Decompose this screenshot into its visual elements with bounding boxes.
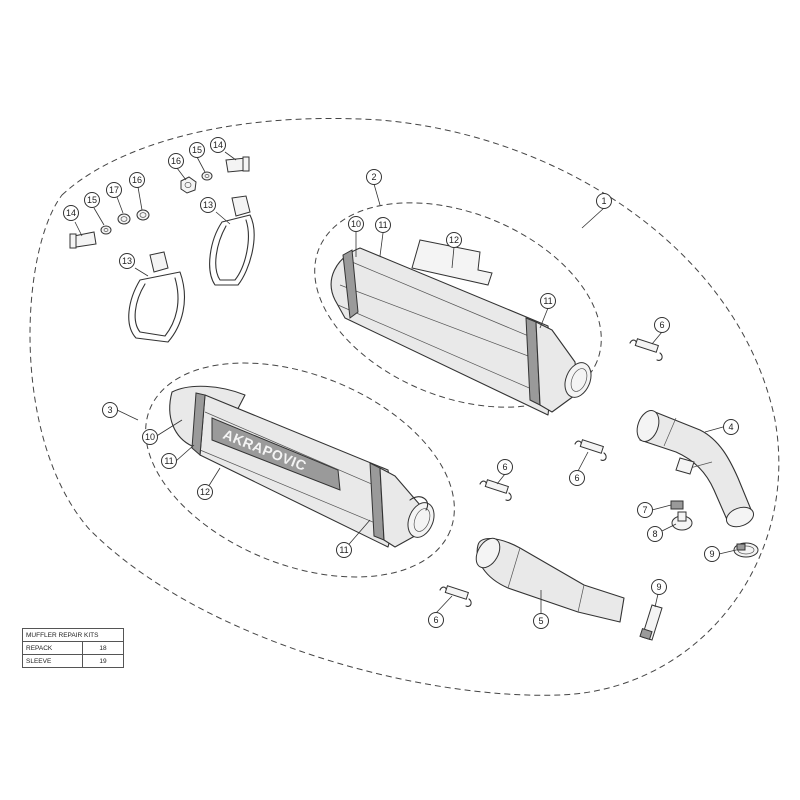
callout-15-b: 15 — [84, 192, 100, 208]
repair-kits-header-row: MUFFLER REPAIR KITS — [22, 628, 124, 642]
svg-text:7: 7 — [642, 505, 647, 515]
callout-3: 3 — [102, 402, 118, 418]
callout-6-a: 6 — [654, 317, 670, 333]
svg-text:2: 2 — [371, 172, 376, 182]
svg-text:12: 12 — [200, 487, 210, 497]
svg-text:13: 13 — [122, 256, 132, 266]
header-pipe — [636, 410, 755, 528]
svg-text:11: 11 — [339, 545, 348, 555]
svg-text:6: 6 — [659, 320, 664, 330]
callout-11-a: 11 — [375, 217, 391, 233]
callout-13-b: 13 — [119, 253, 135, 269]
table-row: REPACK 18 — [22, 641, 124, 655]
washer-upper — [201, 171, 213, 181]
link-pipe — [475, 537, 625, 623]
leader-lines — [74, 151, 737, 614]
bolt-upper — [225, 156, 250, 173]
callout-6-d: 6 — [428, 612, 444, 628]
svg-text:14: 14 — [213, 140, 223, 150]
callout-10-b: 10 — [142, 429, 158, 445]
svg-text:6: 6 — [502, 462, 507, 472]
nut-upper — [180, 176, 197, 194]
callout-15-a: 15 — [189, 142, 205, 158]
assembly-2-outline — [314, 202, 602, 408]
callout-13-a: 13 — [200, 197, 216, 213]
callout-1: 1 — [596, 193, 612, 209]
svg-text:11: 11 — [378, 220, 387, 230]
washer-lower-1 — [100, 225, 112, 235]
callout-11-d: 11 — [336, 542, 352, 558]
svg-text:16: 16 — [132, 175, 142, 185]
callout-16-a: 16 — [168, 153, 184, 169]
hose-clamp-2 — [639, 604, 663, 641]
spring-1 — [629, 338, 663, 361]
svg-text:6: 6 — [433, 615, 438, 625]
callout-12-b: 12 — [197, 484, 213, 500]
upper-muffler-bracket — [411, 239, 493, 286]
callout-16-b: 16 — [129, 172, 145, 188]
sensor-cap — [670, 500, 684, 510]
repair-kit-part-number: 19 — [82, 654, 124, 668]
svg-text:14: 14 — [66, 208, 76, 218]
repair-kits-title: MUFFLER REPAIR KITS — [22, 628, 124, 642]
assembly-3-outline — [145, 362, 455, 578]
assembly-1-outline — [29, 117, 780, 696]
nut-lower — [136, 209, 150, 221]
callout-7: 7 — [637, 502, 653, 518]
repair-kit-part-number: 18 — [82, 641, 124, 655]
spacer-lower — [117, 213, 131, 225]
callout-8: 8 — [647, 526, 663, 542]
callout-17: 17 — [106, 182, 122, 198]
svg-text:17: 17 — [109, 185, 119, 195]
callout-6-c: 6 — [497, 459, 513, 475]
svg-text:16: 16 — [171, 156, 181, 166]
table-row: SLEEVE 19 — [22, 654, 124, 668]
spring-4 — [439, 585, 472, 607]
clamp-upper — [209, 195, 255, 286]
clamp-lower — [128, 251, 185, 343]
svg-text:10: 10 — [145, 432, 155, 442]
svg-text:11: 11 — [164, 456, 173, 466]
callout-2: 2 — [366, 169, 382, 185]
sensor-boss — [671, 511, 693, 531]
svg-text:4: 4 — [728, 422, 733, 432]
svg-text:12: 12 — [449, 235, 459, 245]
callout-6-b: 6 — [569, 470, 585, 486]
callout-5: 5 — [533, 613, 549, 629]
brand-logo-panel — [211, 417, 341, 491]
spring-3 — [479, 479, 512, 501]
svg-text:10: 10 — [351, 219, 361, 229]
callout-9-a: 9 — [704, 546, 720, 562]
upper-muffler — [330, 239, 592, 416]
svg-text:15: 15 — [87, 195, 97, 205]
callout-11-b: 11 — [540, 293, 556, 309]
lower-muffler: AKRAPOVIC — [169, 385, 435, 548]
svg-text:9: 9 — [709, 549, 714, 559]
repair-kit-label: SLEEVE — [22, 654, 83, 668]
spring-2 — [574, 439, 607, 461]
svg-text:15: 15 — [192, 145, 202, 155]
callout-10-a: 10 — [348, 216, 364, 232]
svg-text:8: 8 — [652, 529, 657, 539]
hose-clamp-1 — [733, 542, 759, 558]
bolt-lower — [69, 231, 97, 249]
svg-text:6: 6 — [574, 473, 579, 483]
svg-text:11: 11 — [543, 296, 552, 306]
svg-text:3: 3 — [107, 405, 112, 415]
svg-text:5: 5 — [538, 616, 543, 626]
callout-11-c: 11 — [161, 453, 177, 469]
svg-text:9: 9 — [656, 582, 661, 592]
callout-9-b: 9 — [651, 579, 667, 595]
svg-text:13: 13 — [203, 200, 213, 210]
repair-kit-label: REPACK — [22, 641, 83, 655]
callout-4: 4 — [723, 419, 739, 435]
callout-14-b: 14 — [63, 205, 79, 221]
callout-14-a: 14 — [210, 137, 226, 153]
callout-12-a: 12 — [446, 232, 462, 248]
muffler-repair-kits-table: MUFFLER REPAIR KITS REPACK 18 SLEEVE 19 — [22, 628, 124, 668]
svg-text:1: 1 — [601, 196, 606, 206]
